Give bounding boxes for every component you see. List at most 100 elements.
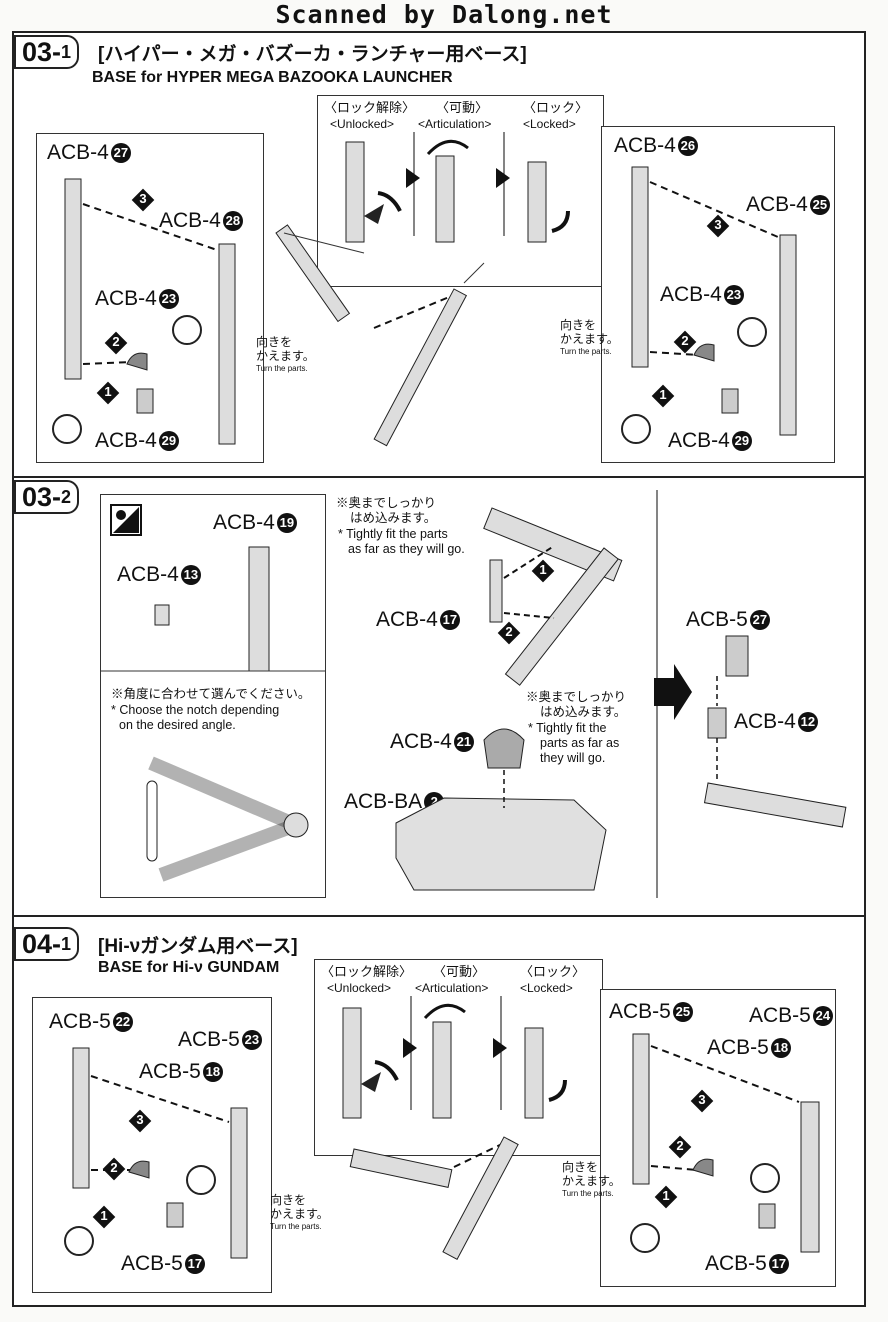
joint-lock-diagram: 〈ロック解除〉 <Unlocked> 〈可動〉 <Articulation> 〈… <box>317 95 604 287</box>
label-locked-jp: 〈ロック〉 <box>520 964 586 979</box>
label-locked-jp: 〈ロック〉 <box>523 100 589 115</box>
step-number: 04-1 <box>14 927 80 961</box>
center-assembly-illustration <box>275 224 485 447</box>
fit-note-2-en-c: they will go. <box>540 751 606 765</box>
order-mark-3: 3 <box>131 188 155 212</box>
turn-text-jp-a: 向きを <box>256 335 293 349</box>
turn-text-jp-b: かえます。 <box>562 1174 621 1188</box>
left-parts-illustration <box>52 178 236 445</box>
order-mark-1: 1 <box>96 381 120 405</box>
step-number: 03-2 <box>14 480 80 514</box>
turn-text-jp-b: かえます。 <box>256 349 315 363</box>
order-mark-2: 2 <box>104 331 128 355</box>
label-locked-en: <Locked> <box>523 117 576 131</box>
turn-text-en: Turn the parts. <box>560 347 612 356</box>
right-parts-illustration <box>630 1033 820 1253</box>
turn-text-en: Turn the parts. <box>270 1222 322 1231</box>
fit-note-1-en-a: * Tightly fit the parts <box>338 527 448 541</box>
notch-note-jp: ※角度に合わせて選んでください。 <box>111 687 311 701</box>
label-unlocked-jp: 〈ロック解除〉 <box>321 964 413 979</box>
fit-note-2-en-a: * Tightly fit the <box>528 721 607 735</box>
label-artic-en: <Articulation> <box>415 981 489 995</box>
label-unlocked-en: <Unlocked> <box>327 981 392 995</box>
turn-text-jp-a: 向きを <box>270 1193 307 1207</box>
section-title-en: BASE for Hi-ν GUNDAM <box>98 959 280 976</box>
turn-text-jp-b: かえます。 <box>560 332 619 346</box>
order-mark-3: 3 <box>706 214 730 238</box>
section-title-jp: [Hi-νガンダム用ベース] <box>98 936 298 957</box>
order-mark-1: 1 <box>654 1185 678 1209</box>
label-unlocked-en: <Unlocked> <box>330 117 395 131</box>
label-artic-en: <Articulation> <box>418 117 492 131</box>
joint-illustration <box>345 132 570 243</box>
label-artic-jp: 〈可動〉 <box>436 100 489 115</box>
section-03-1: 03-1 [ハイパー・メガ・バズーカ・ランチャー用ベース] BASE for H… <box>12 31 866 478</box>
order-mark-1: 1 <box>531 559 555 583</box>
left-parts-illustration <box>64 1047 248 1259</box>
order-mark-2: 2 <box>102 1157 126 1181</box>
order-mark-2: 2 <box>497 621 521 645</box>
notch-illustration <box>101 504 325 882</box>
label-locked-en: <Locked> <box>520 981 573 995</box>
order-mark-1: 1 <box>92 1205 116 1229</box>
center-assembly-illustration <box>349 1136 519 1260</box>
turn-text-en: Turn the parts. <box>256 364 308 373</box>
fit-note-2-jp-a: ※奥までしっかり <box>526 690 627 704</box>
section-title-en: BASE for HYPER MEGA BAZOOKA LAUNCHER <box>92 69 453 86</box>
order-mark-1: 1 <box>651 384 675 408</box>
fit-note-2-en-b: parts as far as <box>540 736 620 750</box>
right-parts-illustration <box>621 166 797 444</box>
joint-lock-diagram: 〈ロック解除〉 <Unlocked> 〈可動〉 <Articulation> 〈… <box>314 959 603 1156</box>
turn-text-jp-b: かえます。 <box>270 1207 329 1221</box>
step-number: 03-1 <box>14 35 80 69</box>
fit-note-1-en-b: as far as they will go. <box>348 542 465 556</box>
order-mark-2: 2 <box>673 330 697 354</box>
order-mark-3: 3 <box>690 1089 714 1113</box>
stand-assembly-illustration <box>395 490 847 898</box>
section-04-1: 04-1 [Hi-νガンダム用ベース] BASE for Hi-ν GUNDAM… <box>12 915 866 1307</box>
fit-note-1-jp-a: ※奥までしっかり <box>336 496 437 510</box>
fit-note-1-jp-b: はめ込みます。 <box>350 511 437 525</box>
joint-illustration <box>342 996 567 1119</box>
order-mark-3: 3 <box>128 1109 152 1133</box>
turn-text-jp-a: 向きを <box>560 318 597 332</box>
notch-note-en-b: on the desired angle. <box>119 718 236 732</box>
fit-note-2-jp-b: はめ込みます。 <box>540 705 627 719</box>
label-unlocked-jp: 〈ロック解除〉 <box>324 100 416 115</box>
label-artic-jp: 〈可動〉 <box>433 964 486 979</box>
section-title-jp: [ハイパー・メガ・バズーカ・ランチャー用ベース] <box>98 44 527 65</box>
turn-text-en: Turn the parts. <box>562 1189 614 1198</box>
order-mark-2: 2 <box>668 1135 692 1159</box>
scan-credit: Scanned by Dalong.net <box>275 0 613 29</box>
turn-text-jp-a: 向きを <box>562 1160 599 1174</box>
